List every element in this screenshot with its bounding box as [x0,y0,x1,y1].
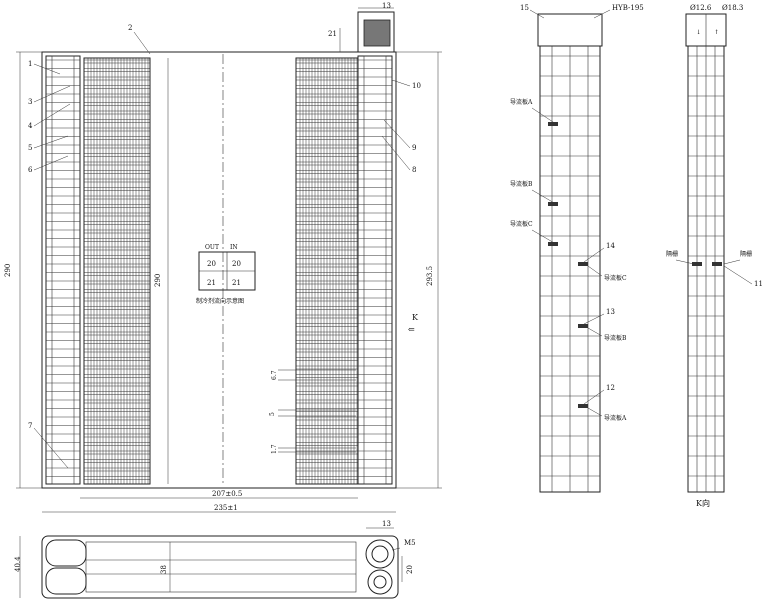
dia-left: Ø12.6 [690,4,712,12]
callout-11: 11 [754,280,763,288]
baffle-c-right: 导流板C [604,274,627,282]
front-callouts: 1 2 3 4 5 6 7 8 9 10 [28,24,421,469]
left-fin-pack [84,58,150,484]
flow-r1-right: 20 [232,260,241,268]
callout-8: 8 [412,166,416,174]
baffle-a-right: 导流板A [604,414,627,422]
flow-r1-left: 20 [207,260,216,268]
tank-rungs [46,59,392,477]
dim-width-outer: 235±1 [214,504,238,512]
callout-1: 1 [28,60,32,68]
callout-6: 6 [28,166,33,174]
arrow-up-icon: ↑ [714,29,719,36]
baffle-c-left: 导流板C [510,220,533,228]
dim-height-right: 293.5 [426,266,434,286]
flow-r2-right: 21 [232,279,241,287]
arrow-down-icon: ↓ [696,29,701,36]
dim-boss: 20 [406,565,414,574]
callout-15: 15 [520,4,529,12]
callout-4: 4 [28,122,33,130]
refrigerant-flow-schematic: OUT IN 20 20 21 21 制冷剂流向示意图 [196,244,256,305]
flow-out-label: OUT [205,244,219,251]
dim-height-mid: 290 [154,274,162,287]
dim-inner: 38 [160,565,168,574]
callout-7: 7 [28,422,32,430]
dim-fitting: 13 [382,520,391,528]
dim-width-inner: 207±0.5 [212,490,242,498]
side-view: 15 HYB-195 导流板A 导流板B 导流板C 14 导流板C 13 导流板… [510,4,644,493]
spacer-left: 隔栅 [666,250,678,258]
dim-thickness: 40.4 [14,556,22,572]
front-view: 13 21 290 290 293.5 207±0.5 235±1 K ⇐ 6.… [4,2,442,513]
dim-13-top: 13 [382,2,391,10]
callout-12: 12 [606,384,615,392]
dim-21: 21 [328,30,337,38]
dim-pitch-5: 5 [269,412,276,416]
baffle-b-left: 导流板B [510,180,533,188]
callout-13-side: 13 [606,308,615,316]
callout-14: 14 [606,242,615,250]
callout-10: 10 [412,82,421,90]
view-k-label: K [412,313,419,322]
dim-height-left: 290 [4,264,12,277]
baffle-b-right: 导流板B [604,334,627,342]
k-view-title: K向 [696,498,710,508]
k-arrow-icon: ⇐ [408,325,415,334]
dia-right: Ø18.3 [722,4,743,12]
spacer-right: 隔栅 [740,250,752,258]
side-tube-rows [540,55,600,477]
pitch-dims: 6.7 5 1.7 [269,369,356,454]
dim-pitch-6-7: 6.7 [271,370,278,380]
callout-3: 3 [28,98,32,106]
flow-in-label: IN [230,244,238,251]
baffle-a-left: 导流板A [510,98,533,106]
callout-2: 2 [128,24,132,32]
k-view: ↓ ↑ Ø12.6 Ø18.3 隔栅 隔栅 11 K向 [666,4,763,508]
flow-caption: 制冷剂流向示意图 [196,297,244,305]
callout-9: 9 [412,144,416,152]
callout-5: 5 [28,144,32,152]
dim-pitch-1-7: 1.7 [271,444,278,454]
k-tube-rows [688,55,724,477]
bottom-view: 40.4 38 13 M5 20 [14,520,416,599]
flow-r2-left: 21 [207,279,216,287]
part-label: HYB-195 [612,4,644,12]
dim-thread: M5 [404,539,416,547]
right-fin-pack [296,58,358,484]
